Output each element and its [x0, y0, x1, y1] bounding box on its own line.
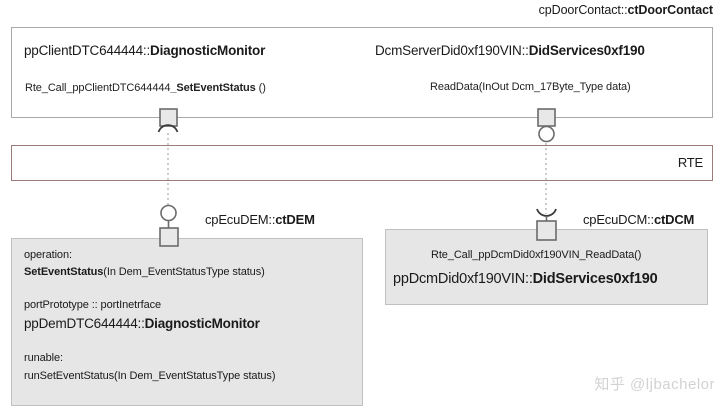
dem-runnable-label: runable: — [24, 352, 63, 364]
rte-label: RTE — [677, 155, 703, 170]
watermark: 知乎 @ljbachelor — [594, 376, 715, 393]
dem-operation-params: (In Dem_EventStatusType status) — [103, 266, 265, 278]
left-signature-prefix: Rte_Call_ppClientDTC644444 — [25, 82, 171, 94]
dcm-port-bold: DidServices0xf190 — [532, 271, 658, 287]
right-component-signature: ReadData(InOut Dcm_17Byte_Type data) — [430, 81, 631, 93]
left-component-name: ppClientDTC644444::DiagnosticMonitor — [24, 43, 265, 58]
provided-interface-ball-icon-top-right — [538, 125, 555, 143]
left-component-name-bold: DiagnosticMonitor — [150, 43, 266, 58]
ecu-dcm-name-prefix: cpEcuDCM:: — [583, 212, 654, 227]
dcm-rte-call: Rte_Call_ppDcmDid0xf190VIN_ReadData() — [431, 249, 642, 261]
left-component-signature: Rte_Call_ppClientDTC644444_SetEventStatu… — [25, 82, 266, 94]
composition-title: cpDoorContact::ctDoorContact — [539, 3, 713, 17]
dem-runnable-value: runSetEventStatus(In Dem_EventStatusType… — [24, 370, 276, 382]
ecu-dem-name-bold: ctDEM — [275, 212, 315, 227]
dem-operation-label: operation: — [24, 249, 72, 261]
ecu-dem-name-prefix: cpEcuDEM:: — [205, 212, 276, 227]
provided-interface-ball-icon-bottom-left — [160, 204, 177, 222]
composition-title-bold: ctDoorContact — [627, 3, 713, 17]
left-signature-bold: _SetEventStatus — [170, 82, 256, 94]
left-component-name-prefix: ppClientDTC644444:: — [24, 43, 151, 58]
dem-port-bold: DiagnosticMonitor — [144, 316, 260, 331]
left-signature-suffix: () — [255, 82, 266, 94]
dcm-port-prefix: ppDcmDid0xf190VIN:: — [393, 271, 533, 287]
dem-portprototype-label: portPrototype :: portInetrface — [24, 299, 162, 311]
required-interface-socket-icon-bottom-right — [536, 208, 557, 217]
dcm-portprototype-value: ppDcmDid0xf190VIN::DidServices0xf190 — [393, 271, 658, 287]
ecu-dcm-name: cpEcuDCM::ctDCM — [583, 212, 694, 227]
ecu-dcm-box — [385, 229, 708, 305]
rte-bar — [11, 145, 713, 181]
dem-operation-name: SetEventStatus — [24, 266, 104, 278]
required-interface-socket-icon-top-left — [157, 124, 179, 133]
dem-operation-signature: SetEventStatus(In Dem_EventStatusType st… — [24, 266, 265, 278]
ecu-dem-name: cpEcuDEM::ctDEM — [205, 212, 315, 227]
right-component-name: DcmServerDid0xf190VIN::DidServices0xf190 — [375, 43, 645, 58]
ecu-dcm-name-bold: ctDCM — [653, 212, 695, 227]
ecu-dem-box — [11, 238, 363, 406]
dem-port-prefix: ppDemDTC644444:: — [24, 316, 145, 331]
right-component-name-bold: DidServices0xf190 — [528, 43, 645, 58]
composition-title-prefix: cpDoorContact:: — [538, 3, 628, 17]
composition-box — [11, 27, 713, 118]
right-component-name-prefix: DcmServerDid0xf190VIN:: — [375, 43, 529, 58]
dem-portprototype-value: ppDemDTC644444::DiagnosticMonitor — [24, 316, 260, 331]
